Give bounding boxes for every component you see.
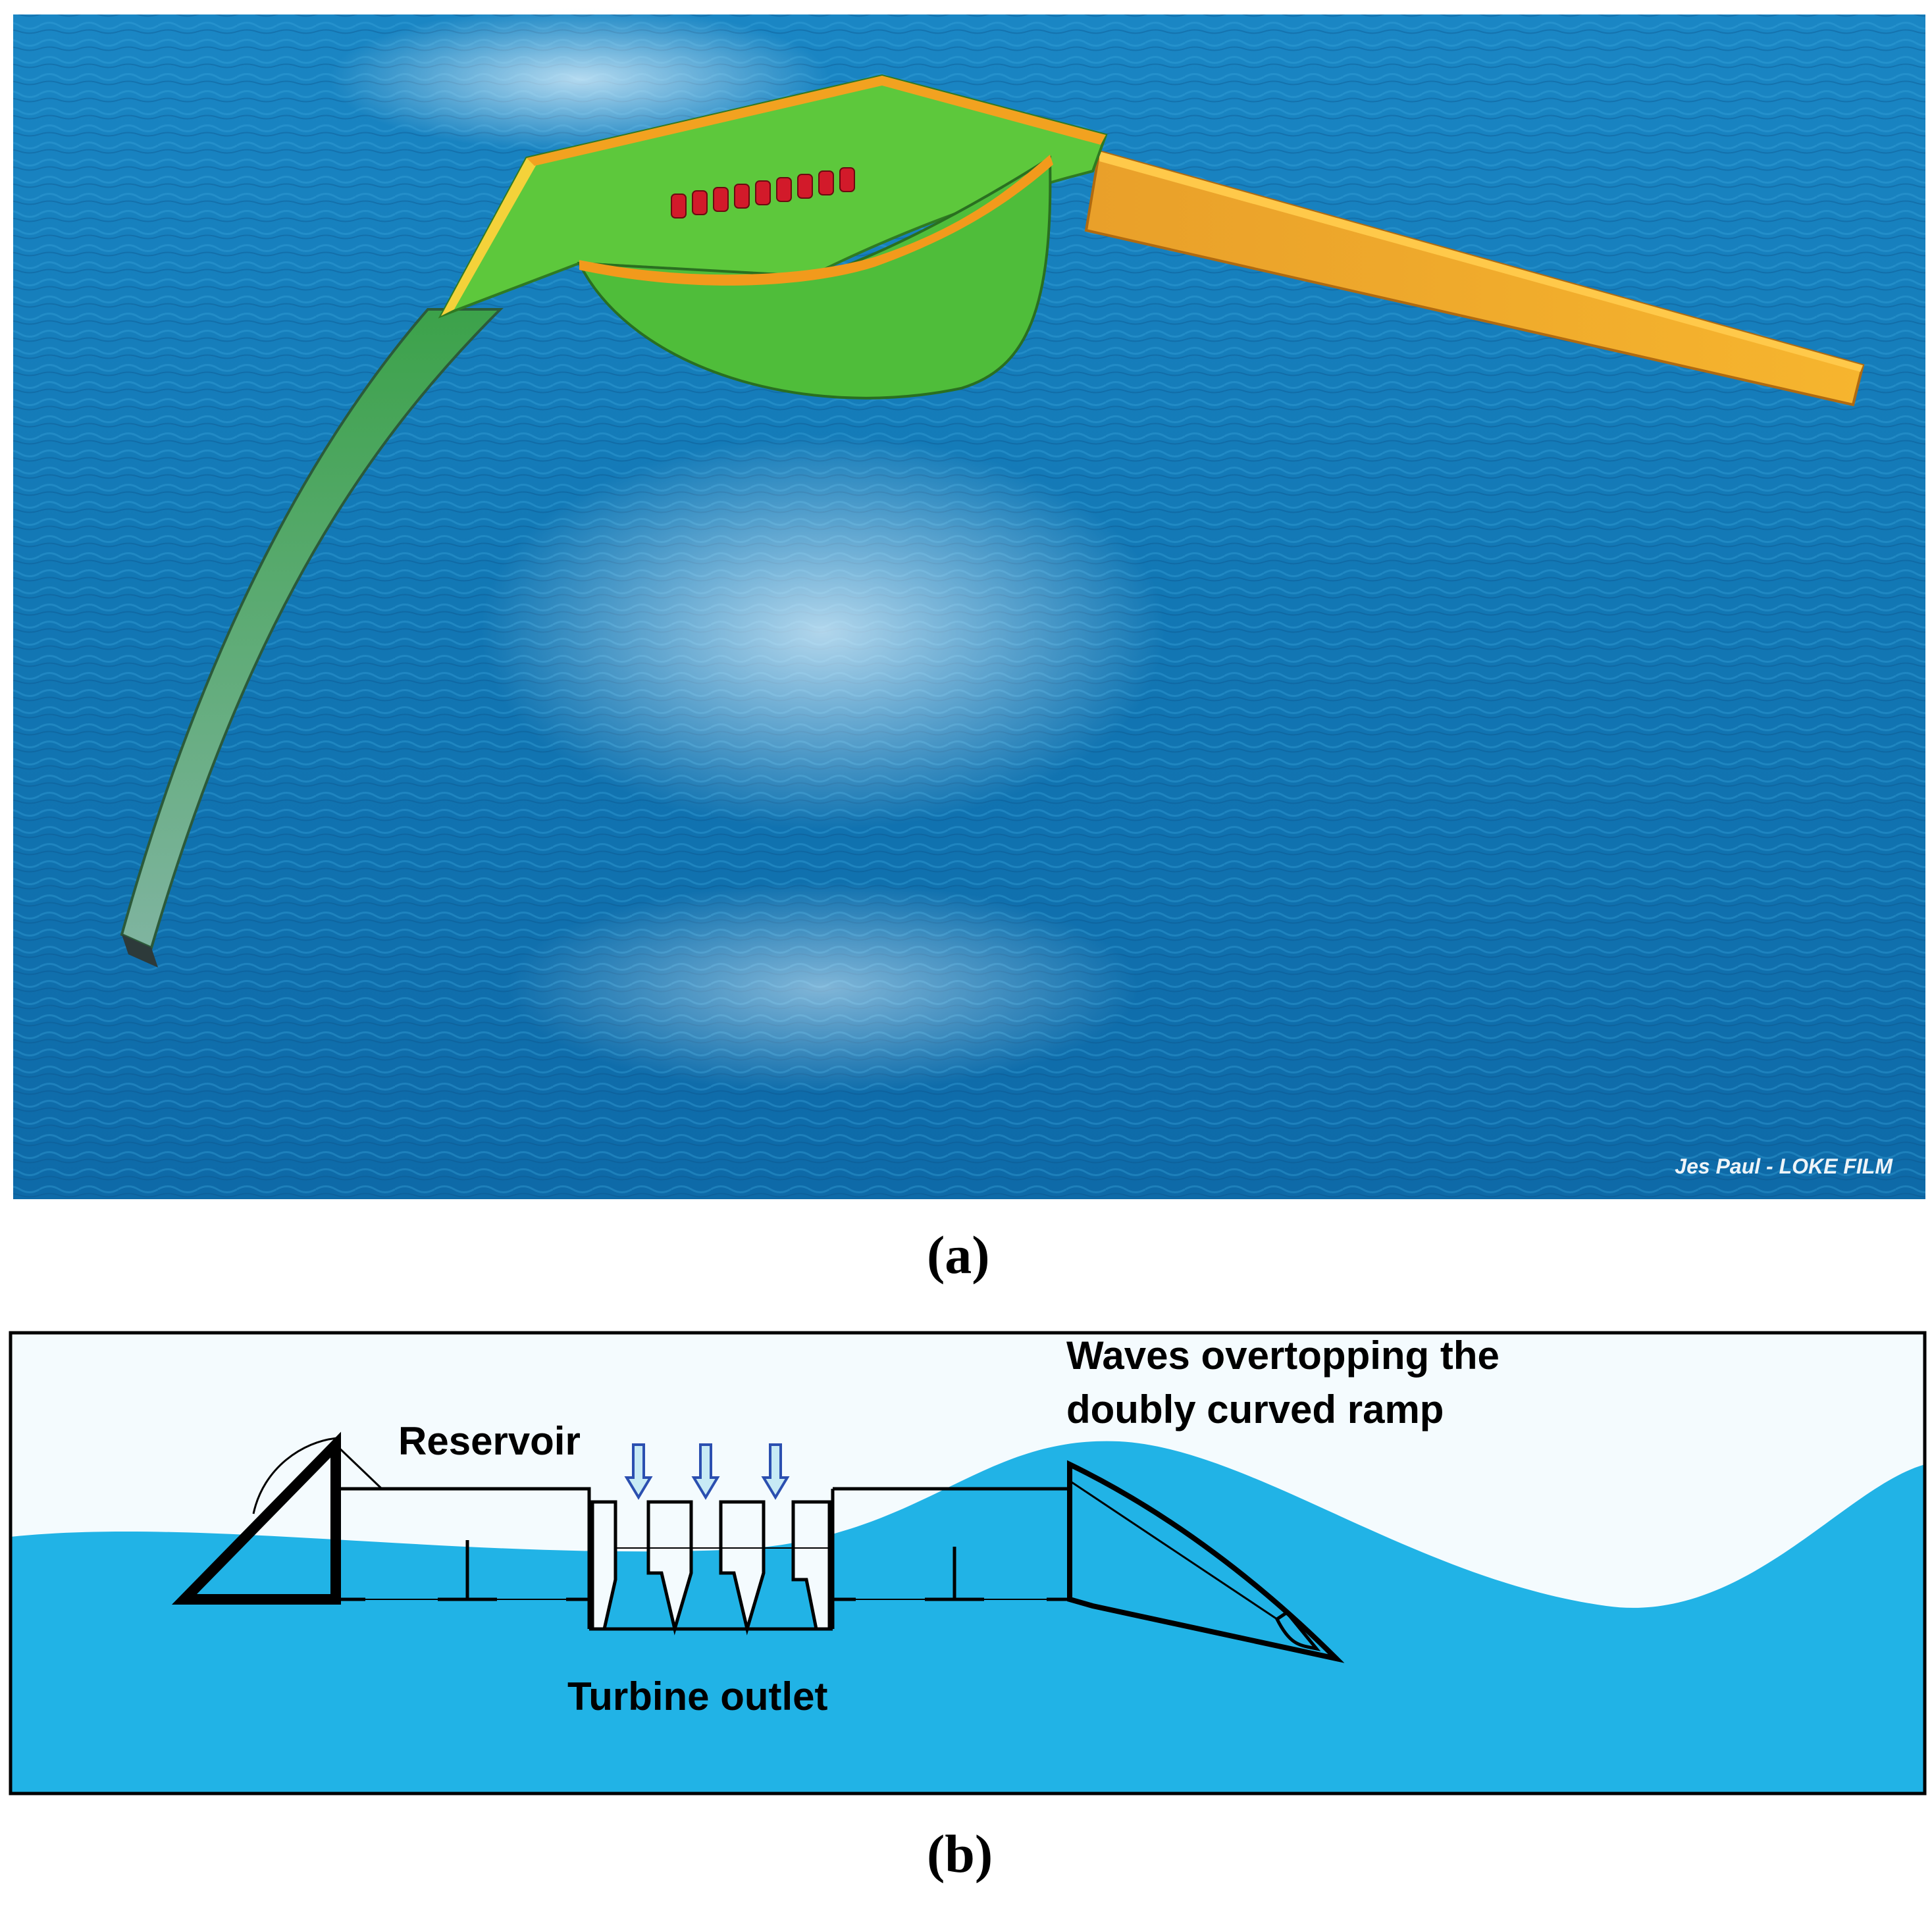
left-reflector-arm (120, 308, 504, 950)
panel-a-render: Jes Paul - LOKE FILM (13, 7, 1925, 1199)
caption-b: (b) (927, 1824, 993, 1884)
sun-glare (481, 434, 1165, 829)
left-reservoir-box (336, 1487, 591, 1601)
label-turbine-outlet: Turbine outlet (567, 1674, 828, 1718)
turbine-section-outline (587, 1489, 835, 1631)
cross-section-frame (9, 1331, 1927, 1795)
sun-glare-lower (507, 882, 1139, 1093)
label-waves-line1: Waves overtopping the (1066, 1333, 1500, 1378)
right-reservoir-box (833, 1487, 1072, 1599)
cross-section-sky (11, 1333, 1925, 1794)
basin-rim (579, 155, 1053, 286)
platform-edge-left (441, 158, 536, 316)
label-reservoir: Reservoir (398, 1419, 581, 1463)
overtopping-ramp (1067, 1460, 1345, 1663)
right-arm-top (1099, 151, 1863, 372)
inflow-arrow-icon (761, 1443, 790, 1500)
caption-a: (a) (927, 1225, 990, 1285)
left-float-arc (252, 1437, 338, 1514)
inflow-arrow-icon (624, 1443, 653, 1500)
inflow-arrows (624, 1443, 790, 1500)
turbine-row (671, 167, 855, 219)
platform-edge-back (527, 76, 1106, 166)
turbine-section (590, 1500, 831, 1636)
left-float (171, 1432, 341, 1605)
image-credit: Jes Paul - LOKE FILM (1675, 1154, 1893, 1178)
label-waves-line2: doubly curved ramp (1066, 1387, 1444, 1432)
sun-glare-top (329, 7, 829, 151)
left-arm-shadow (122, 935, 158, 968)
inflow-arrow-icon (691, 1443, 720, 1500)
cross-section-water (11, 1441, 1925, 1794)
